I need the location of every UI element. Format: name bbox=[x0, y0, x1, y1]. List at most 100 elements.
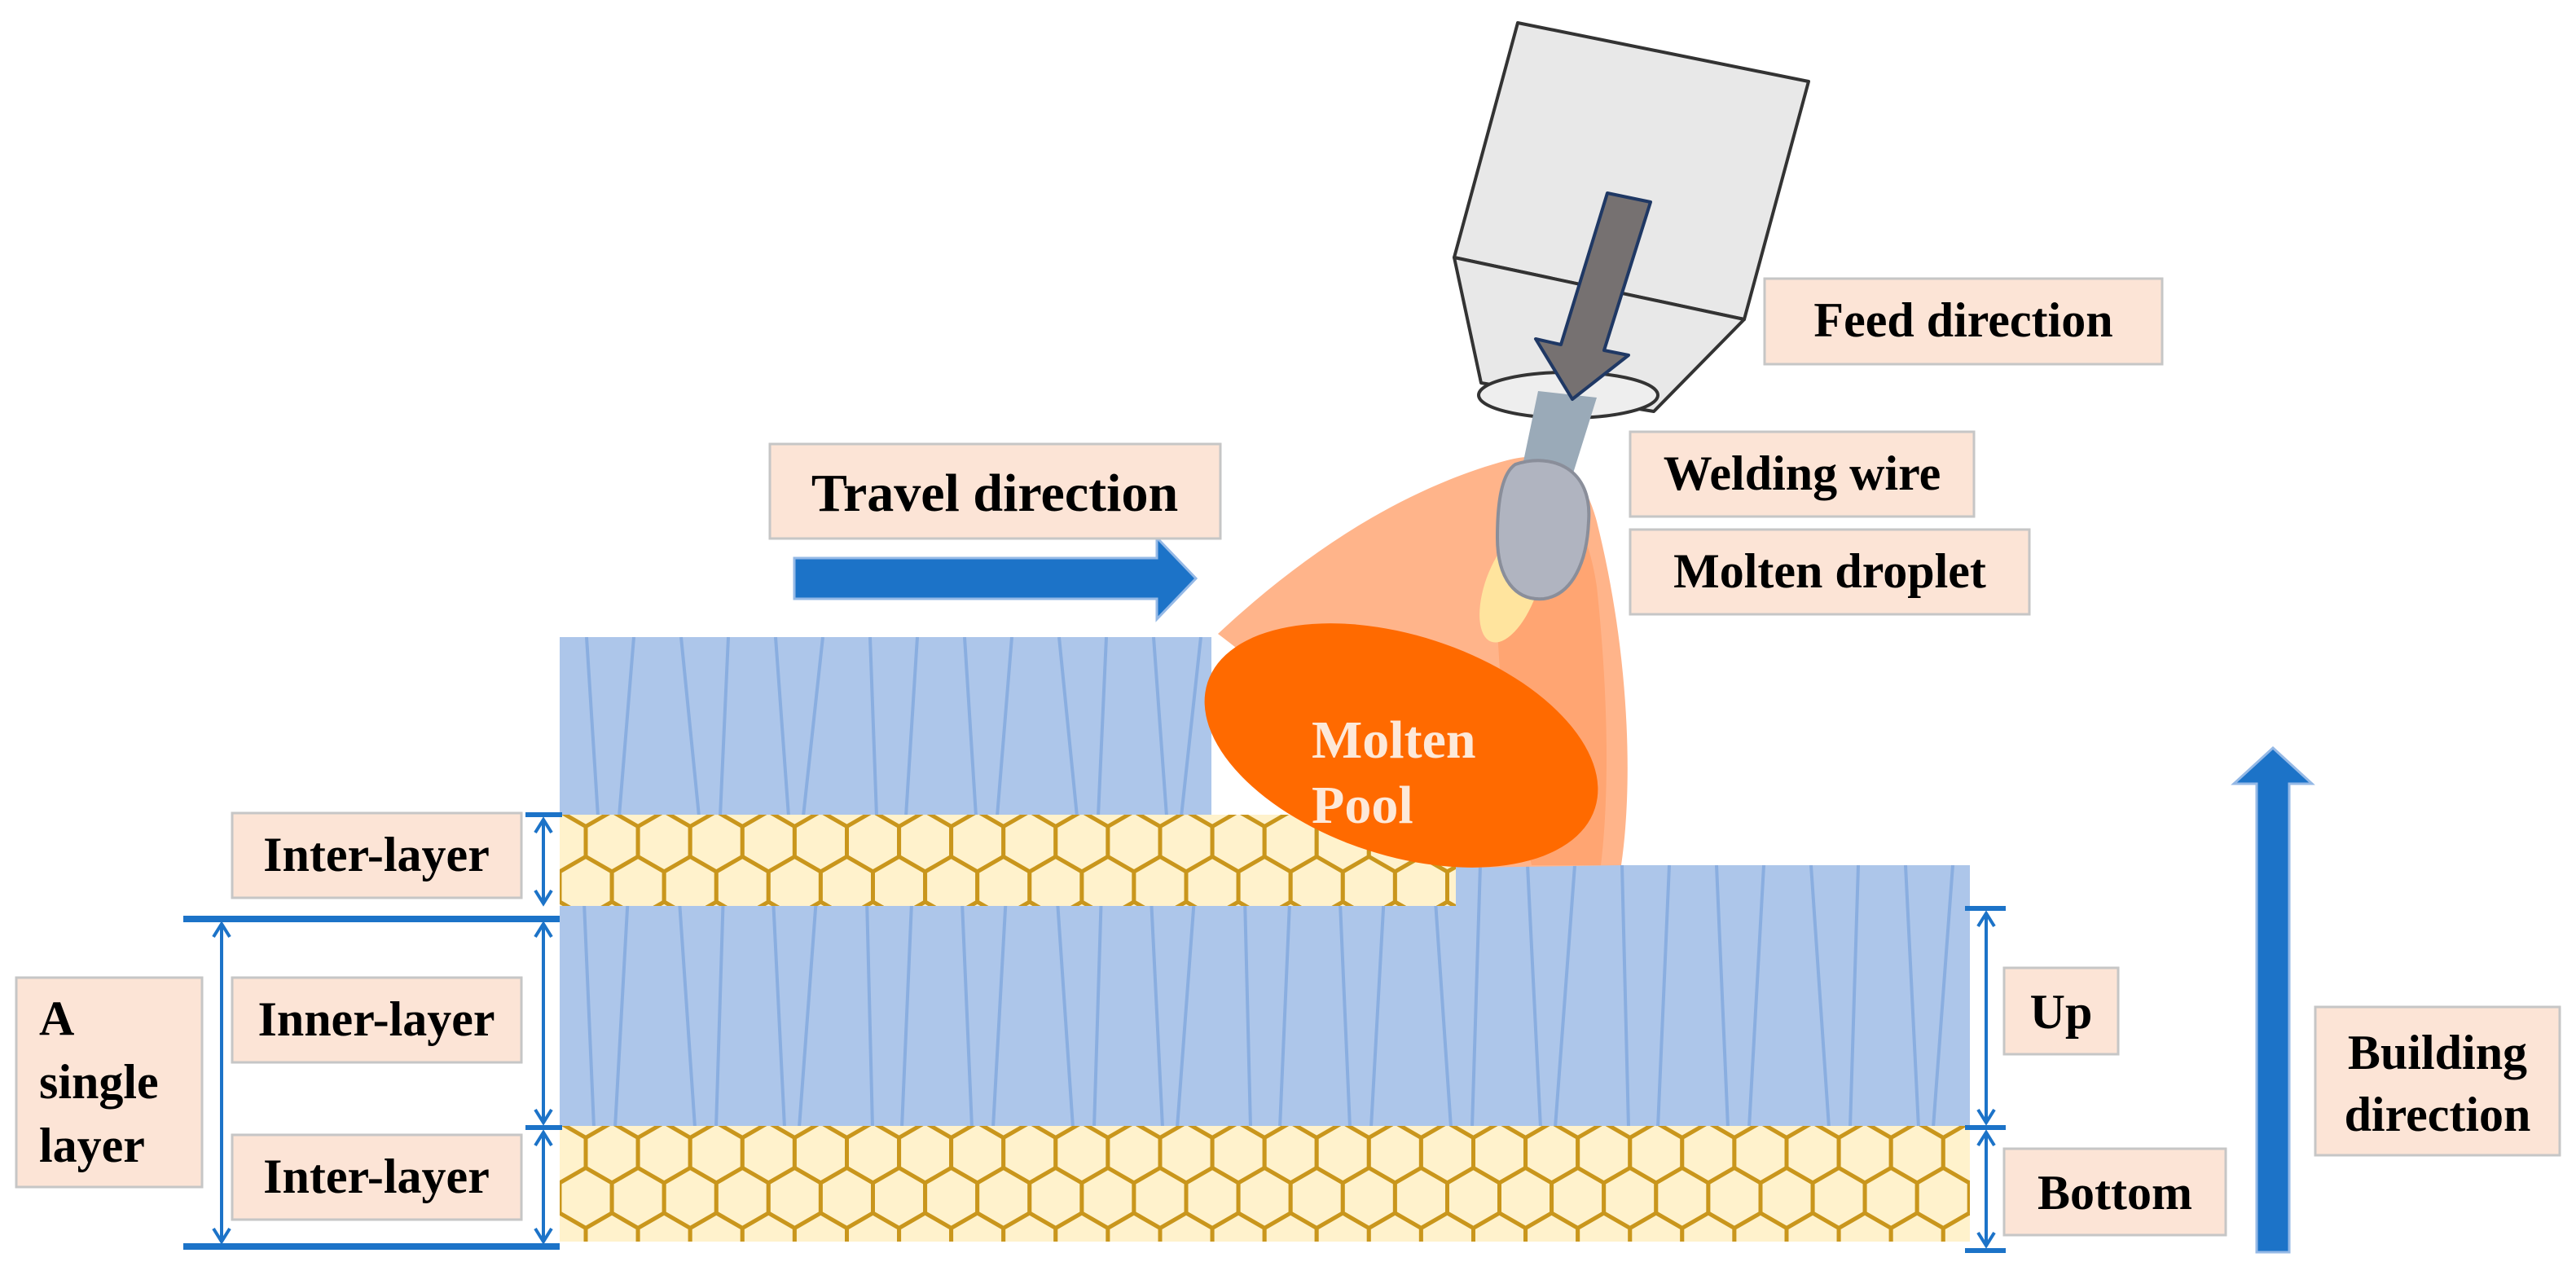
wire-tip-icon bbox=[1495, 459, 1591, 601]
svg-text:layer: layer bbox=[39, 1119, 145, 1172]
columnar-grain bbox=[1620, 865, 1630, 1128]
left-dimension-markers bbox=[183, 812, 562, 1250]
hex-grain bbox=[1070, 899, 1093, 906]
columnar-grain bbox=[1053, 865, 1075, 1128]
hex-grain bbox=[1001, 1211, 1058, 1242]
hex-grain bbox=[1331, 899, 1354, 906]
svg-text:A: A bbox=[39, 991, 74, 1045]
hex-grain bbox=[1262, 1211, 1319, 1242]
columnar-grain bbox=[1148, 865, 1164, 1128]
columnar-grain bbox=[1152, 637, 1168, 816]
columnar-grain bbox=[1932, 865, 1954, 1128]
svg-text:Inter-layer: Inter-layer bbox=[263, 828, 490, 882]
label-travel-direction: Travel direction bbox=[768, 442, 1222, 540]
hex-grain bbox=[1106, 1211, 1163, 1242]
columnar-grain bbox=[770, 865, 786, 1128]
columnar-grain bbox=[959, 865, 974, 1128]
columnar-grain bbox=[1278, 865, 1293, 1128]
molten-pool-label-line2: Pool bbox=[1312, 776, 1413, 835]
label-inter-layer-top: Inter-layer bbox=[231, 811, 523, 899]
hex-grain bbox=[1158, 1211, 1215, 1242]
label-single-layer: A single layer bbox=[15, 976, 204, 1189]
columnar-grain bbox=[1092, 865, 1104, 1128]
svg-text:Feed direction: Feed direction bbox=[1813, 293, 2112, 347]
columnar-grain bbox=[1526, 865, 1542, 1128]
label-feed-direction: Feed direction bbox=[1763, 277, 2164, 366]
columnar-grain bbox=[1057, 637, 1079, 816]
columnar-grain bbox=[1176, 865, 1198, 1128]
columnar-grain bbox=[1470, 865, 1482, 1128]
columnar-grain bbox=[868, 637, 878, 816]
inter-layer-top-grains bbox=[560, 815, 1456, 906]
svg-text:Welding wire: Welding wire bbox=[1664, 446, 1941, 500]
hex-grain bbox=[897, 1211, 954, 1242]
columnar-grain bbox=[996, 637, 1013, 816]
hex-grain bbox=[688, 1211, 745, 1242]
molten-pool-label-line1: Molten bbox=[1312, 710, 1476, 770]
columnar-grain bbox=[802, 637, 824, 816]
columnar-grain bbox=[581, 865, 596, 1128]
svg-text:Molten droplet: Molten droplet bbox=[1673, 544, 1986, 598]
right-dimension-markers bbox=[1965, 906, 2006, 1253]
hex-grain bbox=[1628, 1211, 1685, 1242]
columnar-grain bbox=[963, 637, 978, 816]
svg-text:Up: Up bbox=[2030, 985, 2093, 1039]
columnar-grain bbox=[991, 865, 1009, 1128]
columnar-grain bbox=[1656, 865, 1671, 1128]
hex-grain bbox=[1227, 899, 1250, 906]
hex-grain bbox=[583, 1211, 640, 1242]
building-direction-arrow bbox=[2231, 745, 2315, 1254]
columnar-grain bbox=[1242, 865, 1252, 1128]
columnar-grain bbox=[714, 865, 726, 1128]
columnar-grain bbox=[1904, 865, 1920, 1128]
hex-grain bbox=[949, 1211, 1006, 1242]
svg-text:Building: Building bbox=[2348, 1026, 2527, 1079]
label-welding-wire: Welding wire bbox=[1629, 430, 1976, 518]
upper-deposit-layer bbox=[560, 637, 1211, 816]
svg-text:Inter-layer: Inter-layer bbox=[263, 1150, 490, 1203]
hex-grain bbox=[635, 1211, 692, 1242]
hex-grain bbox=[1523, 1211, 1580, 1242]
hex-grain bbox=[1210, 1211, 1267, 1242]
hex-grain bbox=[1680, 1211, 1737, 1242]
hex-grain bbox=[1576, 1211, 1633, 1242]
hex-grain bbox=[1175, 899, 1198, 906]
label-inter-layer-bottom: Inter-layer bbox=[231, 1133, 523, 1221]
label-up: Up bbox=[2002, 966, 2120, 1056]
columnar-grain bbox=[675, 865, 697, 1128]
svg-text:Inner-layer: Inner-layer bbox=[257, 992, 495, 1046]
hex-grain bbox=[1123, 899, 1145, 906]
deposit-layers bbox=[560, 637, 1970, 1128]
label-bottom: Bottom bbox=[2002, 1147, 2227, 1237]
hex-grain bbox=[1366, 1211, 1423, 1242]
columnar-grain bbox=[1097, 637, 1108, 816]
columnar-grain bbox=[585, 637, 600, 816]
hex-grain bbox=[1418, 1211, 1475, 1242]
columnar-grain bbox=[1431, 865, 1453, 1128]
label-molten-droplet: Molten droplet bbox=[1629, 528, 2031, 616]
hex-grain bbox=[861, 899, 885, 906]
hex-grain bbox=[1279, 899, 1302, 906]
svg-text:Bottom: Bottom bbox=[2038, 1166, 2192, 1220]
hex-grain bbox=[1053, 1211, 1110, 1242]
hex-grain bbox=[1784, 1211, 1841, 1242]
columnar-grain bbox=[864, 865, 874, 1128]
columnar-grain bbox=[719, 637, 730, 816]
hex-grain bbox=[1941, 1211, 1970, 1242]
hex-grain bbox=[600, 899, 623, 906]
columnar-grain bbox=[618, 637, 635, 816]
hex-grain bbox=[913, 899, 937, 906]
label-inner-layer: Inner-layer bbox=[231, 976, 523, 1064]
hex-grain bbox=[1314, 1211, 1371, 1242]
columnar-grain bbox=[1848, 865, 1860, 1128]
hex-grain bbox=[653, 899, 675, 906]
columnar-grain bbox=[1554, 865, 1576, 1128]
inter-layer-bottom-grains bbox=[560, 1126, 1970, 1242]
columnar-grain bbox=[1715, 865, 1730, 1128]
hex-grain bbox=[1836, 1211, 1893, 1242]
columnar-grain bbox=[1337, 865, 1352, 1128]
lower-deposit-layer bbox=[560, 865, 1970, 1128]
hex-grain bbox=[705, 899, 728, 906]
hex-grain bbox=[740, 1211, 797, 1242]
